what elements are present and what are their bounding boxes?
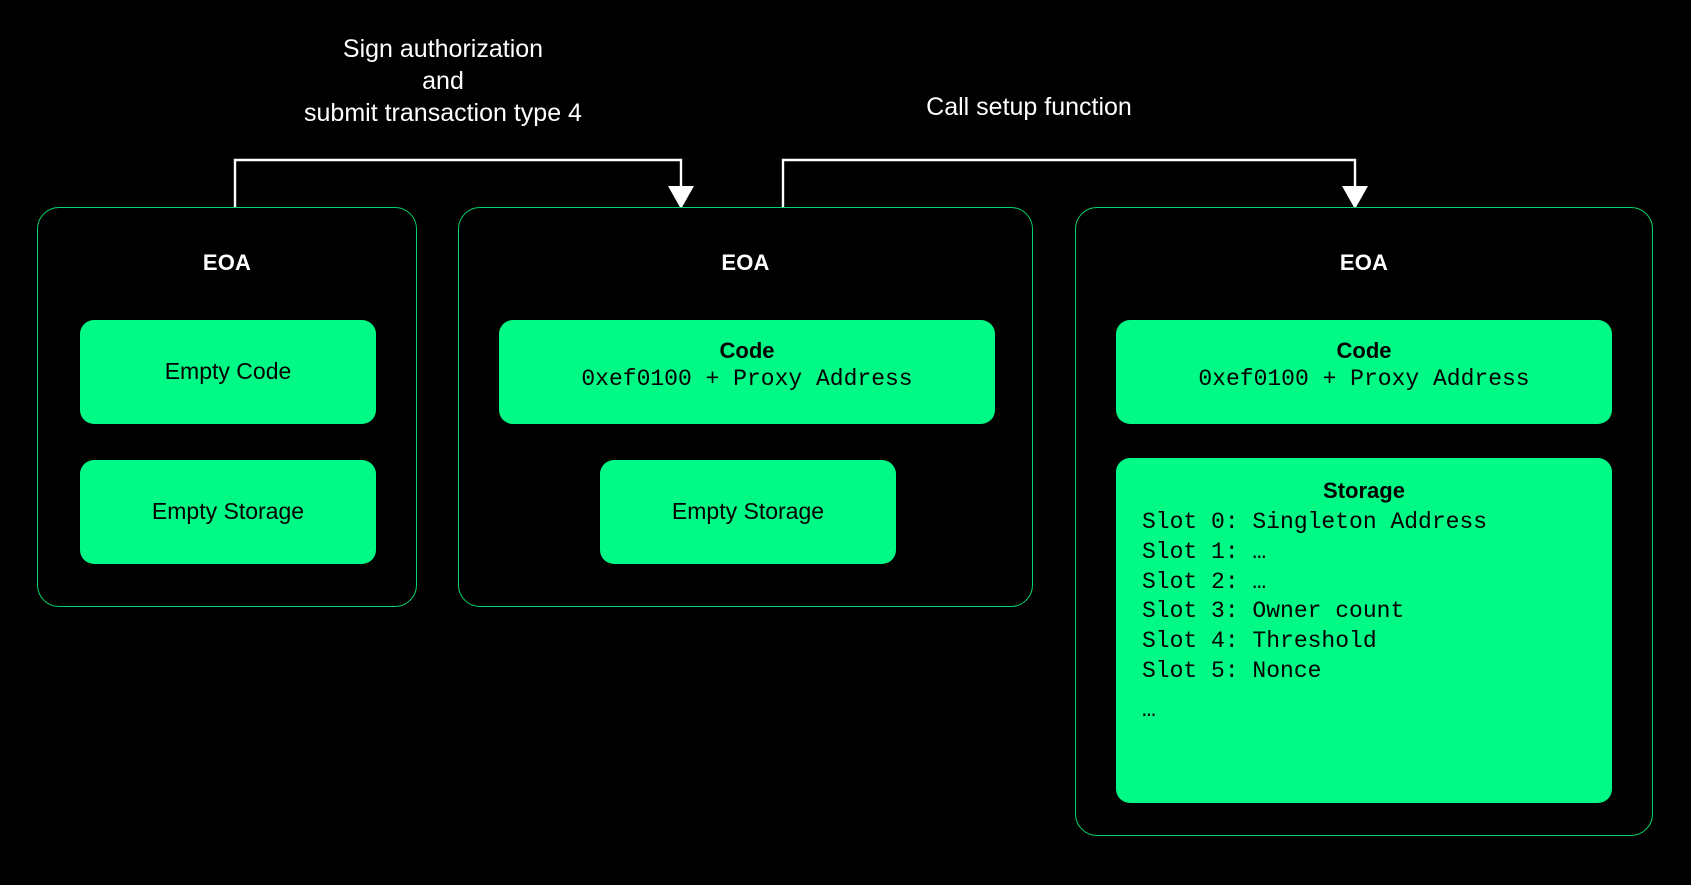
card-title-eoa-initialized: EOA	[1339, 250, 1389, 275]
block-code-delegated-value: 0xef0100 + Proxy Address	[581, 366, 913, 393]
storage-slot-line: Slot 0: Singleton Address	[1142, 509, 1488, 536]
block-storage-initialized-title: Storage	[1323, 478, 1405, 503]
card-title-eoa-initial: EOA	[202, 250, 252, 275]
eoa-card-initialized: EOA Code 0xef0100 + Proxy Address Storag…	[1075, 207, 1653, 836]
card-title-eoa-delegated: EOA	[721, 250, 770, 275]
storage-slot-line: Slot 3: Owner count	[1142, 598, 1405, 625]
storage-slot-line: Slot 4: Threshold	[1142, 628, 1377, 655]
eoa-card-delegated: EOA Code 0xef0100 + Proxy Address Empty …	[458, 207, 1033, 607]
arrow-label-call-setup: Call setup function	[926, 93, 1132, 121]
block-code-delegated: Code 0xef0100 + Proxy Address	[499, 320, 995, 424]
storage-slot-line: …	[1142, 697, 1156, 724]
block-code-initialized-value: 0xef0100 + Proxy Address	[1198, 366, 1530, 393]
storage-slot-line: Slot 1: …	[1142, 539, 1267, 566]
block-code-delegated-title: Code	[719, 338, 775, 363]
block-empty-storage-delegated-label: Empty Storage	[671, 498, 825, 524]
block-code-initialized: Code 0xef0100 + Proxy Address	[1116, 320, 1612, 424]
storage-slot-line: Slot 2: …	[1142, 568, 1267, 595]
block-empty-storage-delegated: Empty Storage	[600, 460, 896, 564]
arrow-call-setup	[781, 158, 1368, 209]
arrow-label-sign-authorization: Sign authorization and submit transactio…	[304, 35, 582, 127]
block-empty-storage: Empty Storage	[80, 460, 376, 564]
eoa-card-initial: EOA Empty Code Empty Storage	[37, 207, 417, 607]
block-empty-code: Empty Code	[80, 320, 376, 424]
storage-slot-line: Slot 5: Nonce	[1142, 657, 1322, 684]
block-empty-code-label: Empty Code	[164, 358, 292, 384]
block-code-initialized-title: Code	[1336, 338, 1392, 363]
block-empty-storage-label: Empty Storage	[151, 498, 305, 524]
arrow-sign-authorization	[233, 158, 694, 209]
